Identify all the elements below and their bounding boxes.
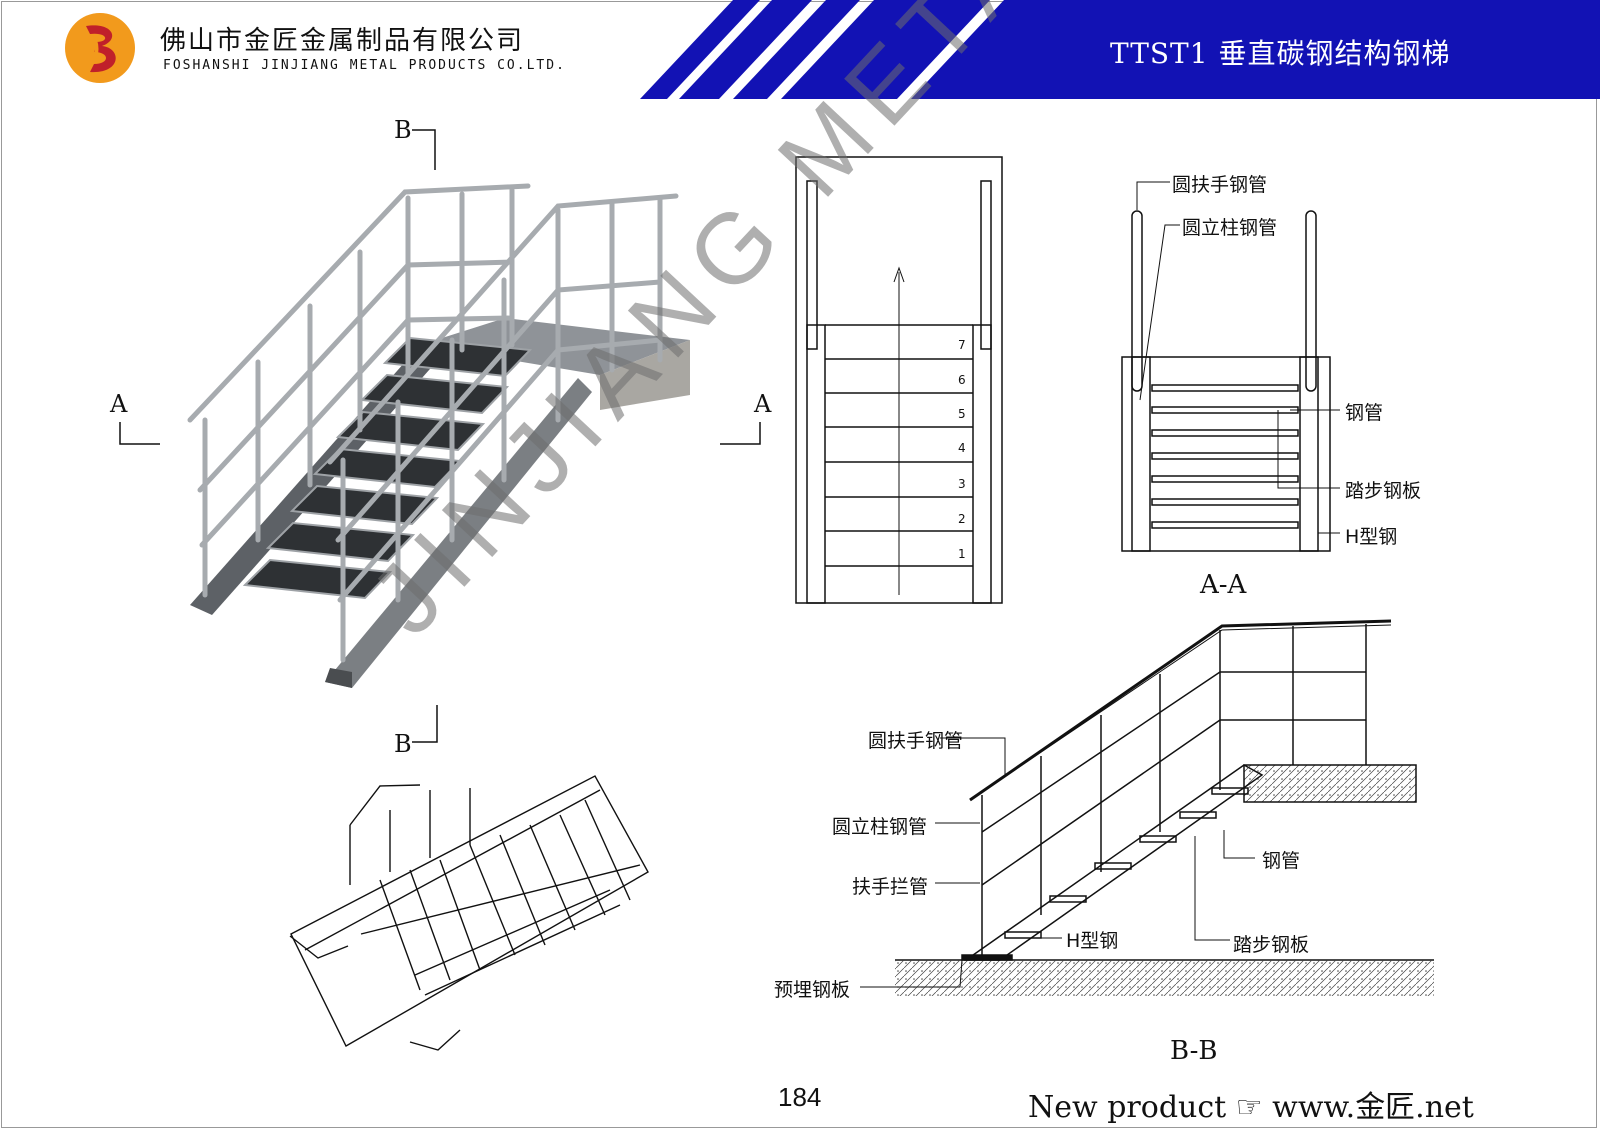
bb-label-rail: 扶手拦管 (852, 876, 929, 898)
iso-left-railing (187, 183, 531, 598)
company-logo-icon (65, 13, 135, 83)
landing-top (420, 318, 690, 375)
underside-view (289, 775, 649, 1051)
iso-right-railing (327, 193, 679, 663)
aa-label-post: 圆立柱钢管 (1182, 217, 1278, 239)
bb-label-h-steel: H型钢 (1066, 930, 1119, 952)
landing-side (600, 340, 690, 410)
bb-caption: B-B (1170, 1036, 1218, 1066)
section-mark-b-top: B (394, 116, 412, 144)
aa-label-tread: 踏步钢板 (1345, 480, 1422, 502)
bb-label-tread: 踏步钢板 (1233, 934, 1310, 956)
section-cut-lines (119, 129, 761, 743)
section-mark-b-bottom: B (394, 730, 412, 758)
aa-treads (1151, 384, 1299, 529)
company-name-cn: 佛山市金匠金属制品有限公司 (160, 26, 525, 56)
drawing-title: TTST1 垂直碳钢结构钢梯 (1110, 37, 1451, 70)
plan-step-number: 1 (958, 547, 966, 561)
plan-view (795, 156, 1003, 604)
page-number: 184 (778, 1082, 822, 1112)
plan-step-number: 5 (958, 407, 966, 421)
iso-stair-render (187, 183, 690, 688)
bb-label-pipe: 钢管 (1262, 850, 1301, 872)
plan-step-number: 2 (958, 512, 966, 526)
aa-caption: A-A (1200, 570, 1247, 600)
section-mark-a-left: A (110, 390, 128, 418)
plan-step-number: 6 (958, 373, 966, 387)
aa-label-h-steel: H型钢 (1345, 526, 1398, 548)
aa-label-handrail: 圆扶手钢管 (1172, 174, 1268, 196)
plan-step-number: 4 (958, 441, 966, 455)
aa-label-pipe: 钢管 (1345, 402, 1384, 424)
section-mark-a-right: A (754, 390, 772, 418)
plan-step-number: 7 (958, 338, 966, 352)
bb-label-handrail: 圆扶手钢管 (868, 730, 964, 752)
bb-treads (1004, 787, 1249, 939)
right-stringer (325, 378, 592, 688)
section-aa-view (1121, 181, 1340, 552)
plan-step-number: 3 (958, 477, 966, 491)
left-stringer (190, 345, 445, 615)
footer-website: New product ☞ www.金匠.net (1028, 1090, 1474, 1125)
header-banner (640, 0, 1600, 99)
bb-label-post: 圆立柱钢管 (832, 816, 928, 838)
section-bb-view (860, 619, 1434, 996)
header: 佛山市金匠金属制品有限公司 FOSHANSHI JINJIANG METAL P… (0, 0, 1600, 100)
bb-label-embed: 预埋钢板 (774, 979, 851, 1001)
company-name-en: FOSHANSHI JINJIANG METAL PRODUCTS CO.LTD… (163, 58, 566, 73)
